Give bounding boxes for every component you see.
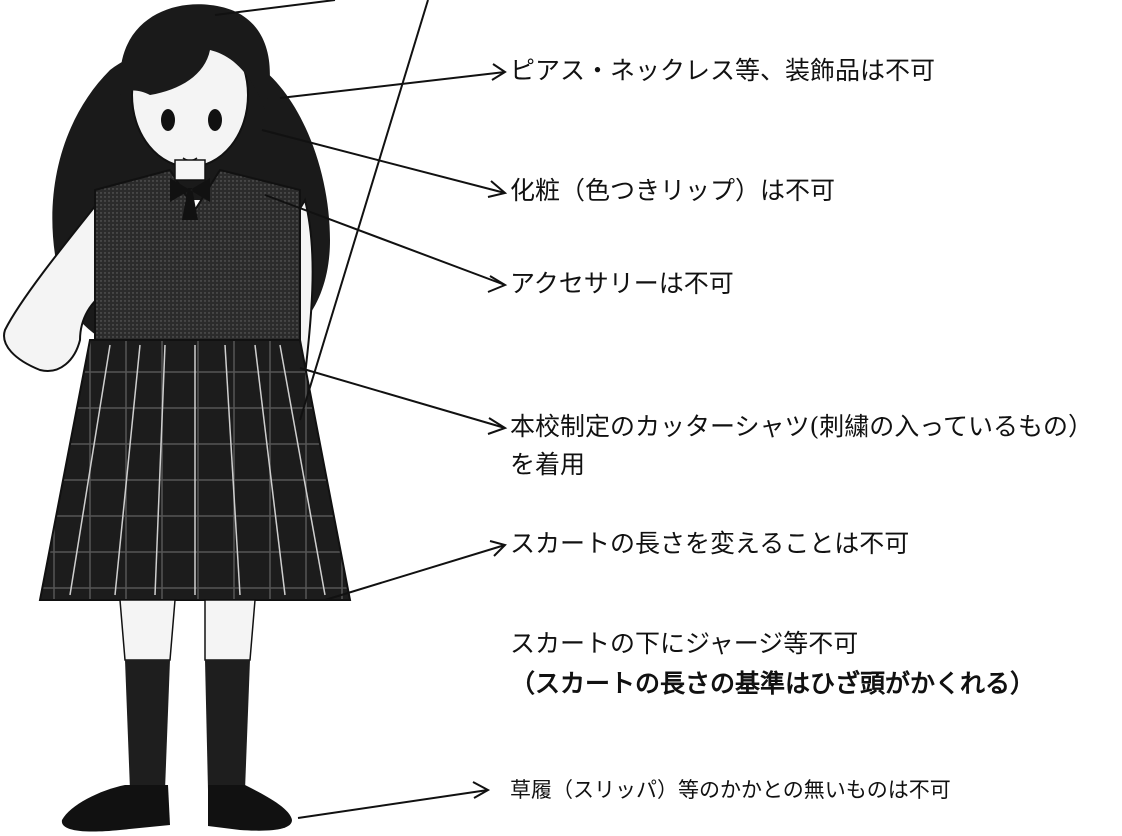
hair-front <box>120 4 270 110</box>
rule-accessory: アクセサリーは不可 <box>510 269 734 298</box>
rule-skirt-length: スカートの長さを変えることは不可 <box>510 529 910 558</box>
left-sock <box>125 660 170 790</box>
rule-shirt: 本校制定のカッターシャツ(刺繍の入っているもの）を着用 <box>510 412 1094 479</box>
left-leg <box>119 599 176 661</box>
rule-skirt-standard: （スカートの長さの基準はひざ頭がかくれる） <box>510 669 1036 698</box>
neck <box>174 159 206 181</box>
rule-piercing: ピアス・ネックレス等、装飾品は不可 <box>510 56 936 85</box>
right-leg <box>204 599 256 661</box>
left-eye <box>161 109 175 131</box>
rule-footwear: 草履（スリッパ）等のかかとの無いものは不可 <box>510 778 951 802</box>
left-shoe <box>61 785 170 832</box>
right-shoe <box>208 785 292 831</box>
arrowheads <box>472 63 508 799</box>
bow-tie <box>170 178 210 220</box>
rule-makeup: 化粧（色つきリップ）は不可 <box>510 176 836 205</box>
skirt-pleats <box>69 344 326 596</box>
right-sock <box>205 660 250 790</box>
right-eye <box>208 109 222 131</box>
leader-lines <box>214 0 506 819</box>
rule-under-skirt: スカートの下にジャージ等不可 <box>510 629 859 658</box>
left-arm <box>3 197 112 372</box>
